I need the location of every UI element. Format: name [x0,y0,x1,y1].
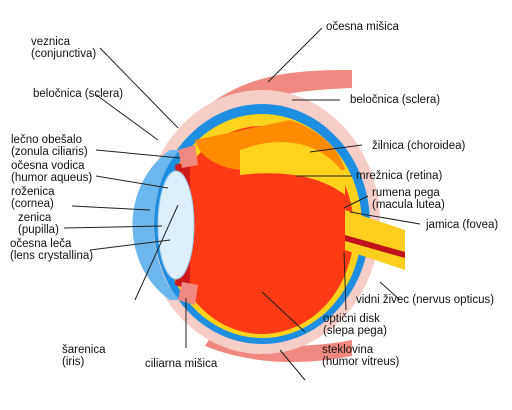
label-macula: rumena pega (macula lutea) [372,187,445,211]
label-sclera-left: beločnica (sclera) [33,88,124,100]
label-iris: šarenica (iris) [62,344,106,368]
label-fovea: jamica (fovea) [426,219,499,231]
leader-optic-disc [343,251,347,311]
leader-pupil [63,225,163,229]
lens-shape [157,170,195,280]
leader-optic-nerve [379,281,401,301]
leader-iris [134,204,179,301]
leader-cornea [71,205,151,211]
label-retina: mrežnica (retina) [356,170,443,182]
optic-nerve-vessel [345,235,405,258]
leader-fovea [349,211,421,225]
label-lens: očesna leča (lens crystallina) [10,238,94,262]
leader-eye-muscle [267,27,323,83]
optic-nerve [345,210,405,270]
label-optic-disc: optični disk (slepa pega) [323,313,387,337]
leader-zonula [95,149,181,159]
leader-humor-aqueus [95,175,169,189]
cornea-shape [132,150,180,300]
label-choroid: žilnica (choroidea) [372,140,466,152]
leader-bottom [279,349,306,381]
leader-lens [89,239,171,251]
label-ciliary-muscle: ciliarna mišica [145,358,218,370]
leader-choroid [309,144,363,153]
label-humor-aqueus: očesna vodica (humor aqueus) [11,160,93,184]
leader-sclera-left [94,93,159,141]
leader-lines [63,27,421,381]
retina-band [240,142,345,195]
label-optic-nerve: vidni živec (nervus opticus) [356,294,495,306]
label-zonula: lečno obešalo (zonula ciliaris) [11,134,88,158]
label-cornea: roženica (cornea) [11,186,55,210]
ciliary-muscle-upper [178,145,198,168]
vitreous-body [170,126,354,334]
leader-vitreous [261,291,306,333]
label-pupil: zenica (pupilla) [18,212,59,236]
label-sclera-right: beločnica (sclera) [350,94,441,106]
ciliary-muscle-lower [178,282,198,305]
leader-macula [343,195,369,209]
label-conjunctiva: veznica (conjunctiva) [31,36,97,60]
label-eye-muscle: očesna mišica [326,21,399,33]
leader-conjunctiva [99,47,179,129]
label-vitreous: steklovina (humor vitreus) [322,344,400,368]
